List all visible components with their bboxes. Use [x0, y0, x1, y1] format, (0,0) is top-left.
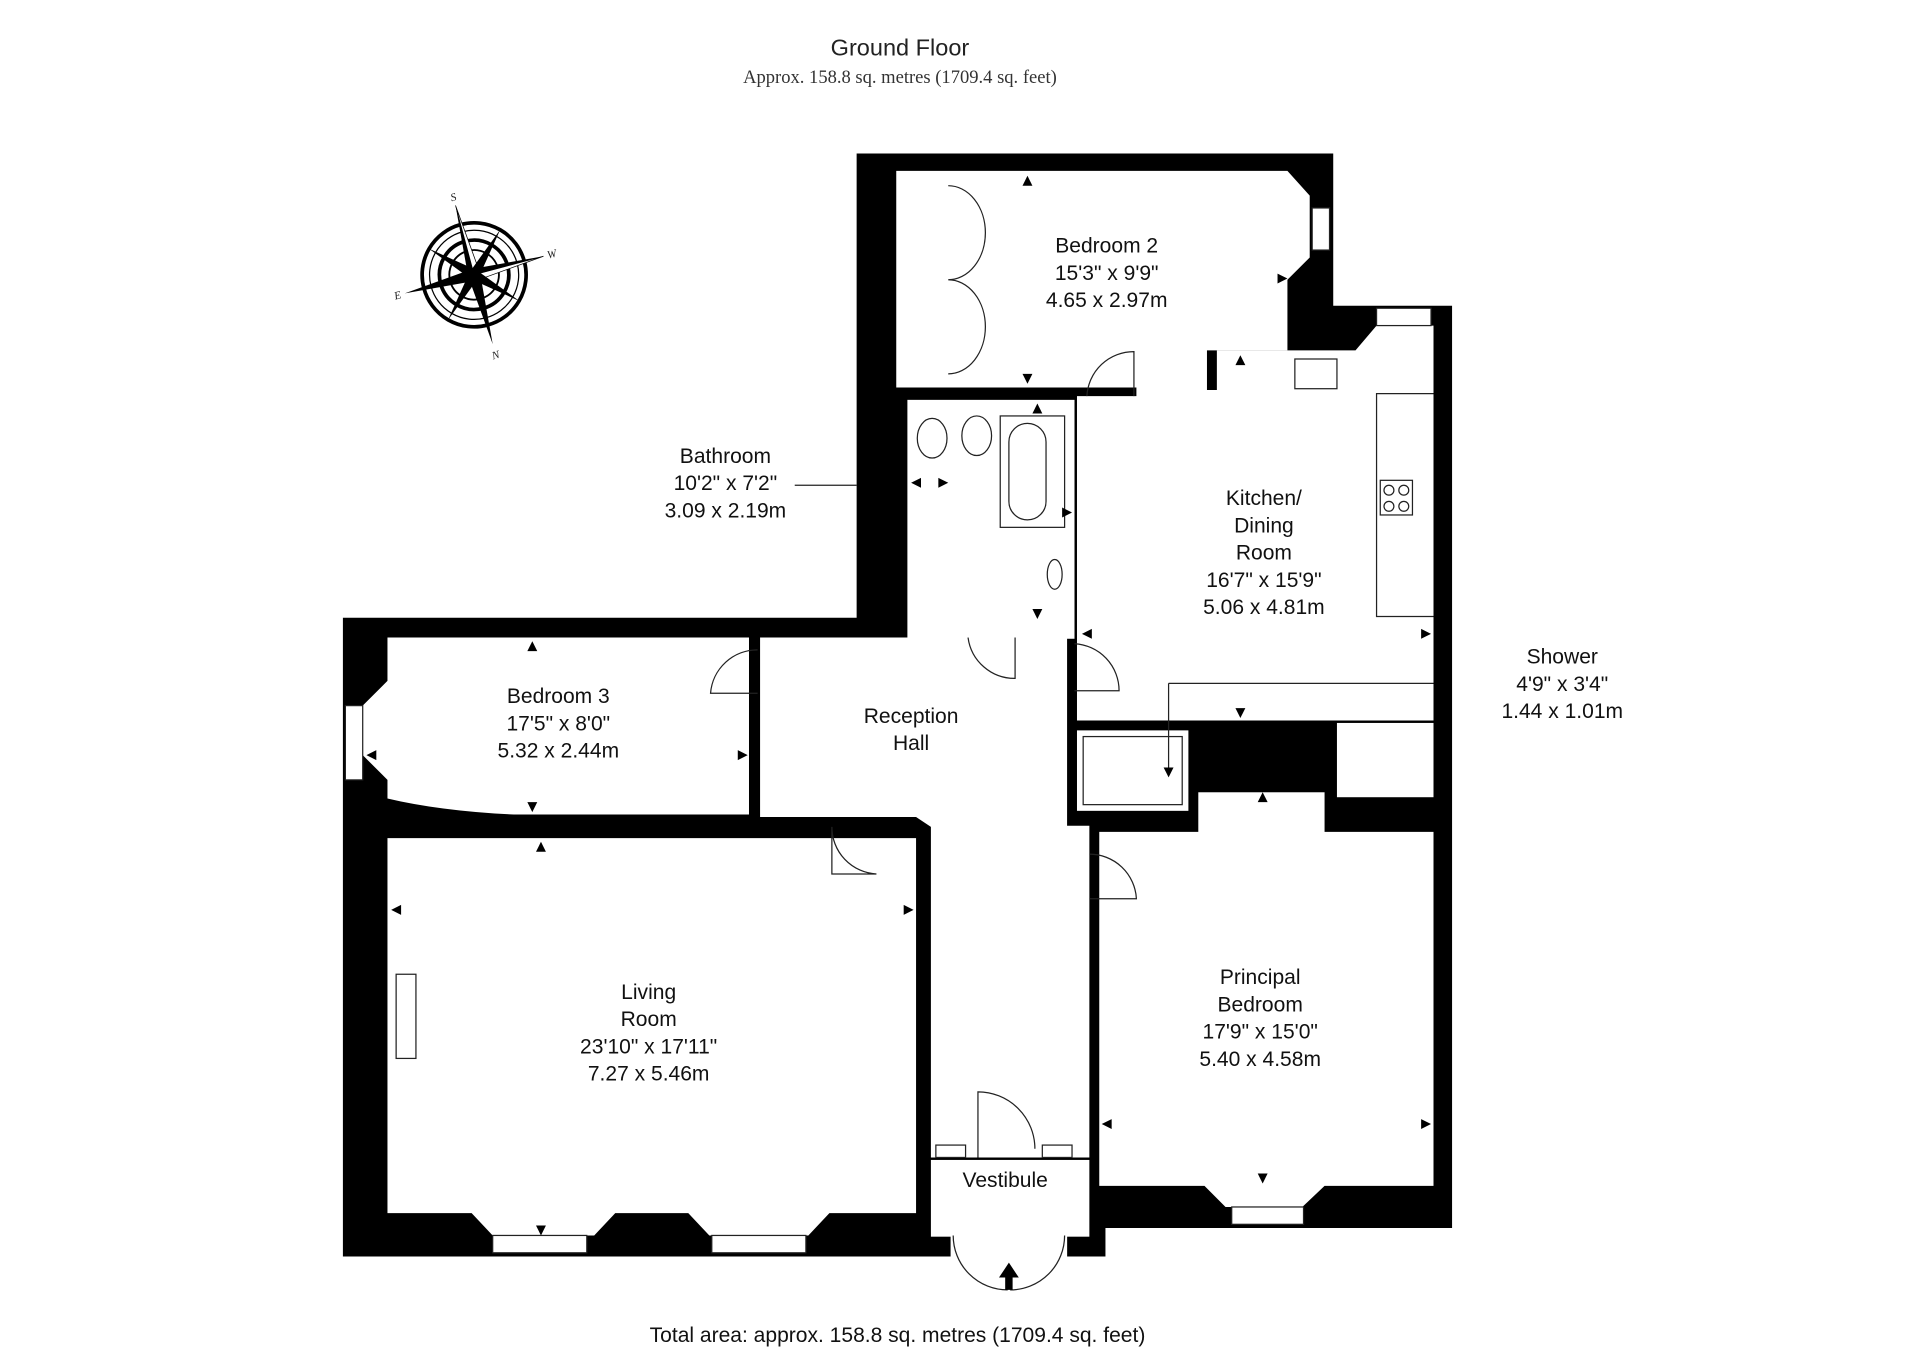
- svg-text:Kitchen/: Kitchen/: [1226, 487, 1302, 510]
- label-bedroom-2: Bedroom 2 15'3" x 9'9" 4.65 x 2.97m: [1046, 235, 1168, 312]
- svg-text:Bedroom 2: Bedroom 2: [1055, 235, 1158, 258]
- room-principal-bedroom: [1099, 831, 1434, 1207]
- svg-text:5.40 x 4.58m: 5.40 x 4.58m: [1199, 1048, 1321, 1071]
- svg-text:10'2" x 7'2": 10'2" x 7'2": [674, 472, 778, 495]
- label-vestibule: Vestibule: [963, 1169, 1048, 1192]
- svg-text:1.44 x 1.01m: 1.44 x 1.01m: [1501, 700, 1623, 723]
- svg-text:Room: Room: [621, 1008, 677, 1031]
- svg-text:Principal: Principal: [1220, 966, 1301, 989]
- label-living-room: Living Room 23'10" x 17'11" 7.27 x 5.46m: [580, 981, 717, 1086]
- floor-area-subtitle: Approx. 158.8 sq. metres (1709.4 sq. fee…: [743, 67, 1057, 88]
- svg-text:3.09 x 2.19m: 3.09 x 2.19m: [665, 499, 787, 522]
- compass-rose-icon: S N E W: [392, 191, 560, 363]
- svg-text:15'3" x 9'9": 15'3" x 9'9": [1055, 262, 1159, 285]
- compass-e: E: [392, 289, 403, 303]
- cupboard-1: [1336, 722, 1434, 798]
- room-kitchen: [1076, 325, 1434, 721]
- room-bedroom-2: [896, 170, 1310, 390]
- svg-text:23'10" x 17'11": 23'10" x 17'11": [580, 1035, 717, 1058]
- svg-text:Bedroom 3: Bedroom 3: [507, 685, 610, 708]
- svg-text:Room: Room: [1236, 542, 1292, 565]
- label-reception-hall: Reception Hall: [864, 705, 959, 755]
- total-area: Total area: approx. 158.8 sq. metres (17…: [650, 1324, 1146, 1347]
- compass-s: S: [449, 191, 458, 204]
- svg-text:Bedroom: Bedroom: [1218, 993, 1303, 1016]
- label-bathroom: Bathroom 10'2" x 7'2" 3.09 x 2.19m: [665, 445, 787, 522]
- svg-text:4'9" x 3'4": 4'9" x 3'4": [1516, 673, 1608, 696]
- label-principal-bedroom: Principal Bedroom 17'9" x 15'0" 5.40 x 4…: [1199, 966, 1321, 1071]
- svg-text:5.06 x 4.81m: 5.06 x 4.81m: [1203, 596, 1325, 619]
- svg-text:5.32 x 2.44m: 5.32 x 2.44m: [498, 740, 620, 763]
- compass-w: W: [546, 247, 560, 261]
- svg-text:4.65 x 2.97m: 4.65 x 2.97m: [1046, 289, 1168, 312]
- svg-text:17'5" x 8'0": 17'5" x 8'0": [506, 712, 610, 735]
- svg-text:Bathroom: Bathroom: [680, 445, 771, 468]
- floor-title: Ground Floor: [831, 35, 970, 61]
- compass-n: N: [490, 349, 502, 363]
- label-bedroom-3: Bedroom 3 17'5" x 8'0" 5.32 x 2.44m: [498, 685, 620, 762]
- svg-text:Shower: Shower: [1527, 646, 1598, 669]
- room-vestibule: [930, 1159, 1090, 1237]
- label-shower: Shower 4'9" x 3'4" 1.44 x 1.01m: [1501, 646, 1623, 723]
- windows: [344, 207, 1432, 1254]
- svg-text:7.27 x 5.46m: 7.27 x 5.46m: [588, 1063, 710, 1086]
- svg-text:16'7" x 15'9": 16'7" x 15'9": [1206, 569, 1321, 592]
- svg-text:Hall: Hall: [893, 732, 929, 755]
- label-kitchen: Kitchen/ Dining Room 16'7" x 15'9" 5.06 …: [1203, 487, 1325, 619]
- dimension-arrows: [366, 175, 1432, 1236]
- fixtures: [395, 358, 1434, 1060]
- svg-text:Dining: Dining: [1234, 514, 1294, 537]
- svg-text:Reception: Reception: [864, 705, 959, 728]
- entrance-arrow-icon: [998, 1262, 1019, 1290]
- svg-text:17'9" x 15'0": 17'9" x 15'0": [1203, 1021, 1318, 1044]
- door-swings: [709, 185, 1138, 1291]
- room-reception-hall: [760, 637, 1090, 1158]
- room-living: [387, 838, 917, 1236]
- svg-text:Living: Living: [621, 981, 676, 1004]
